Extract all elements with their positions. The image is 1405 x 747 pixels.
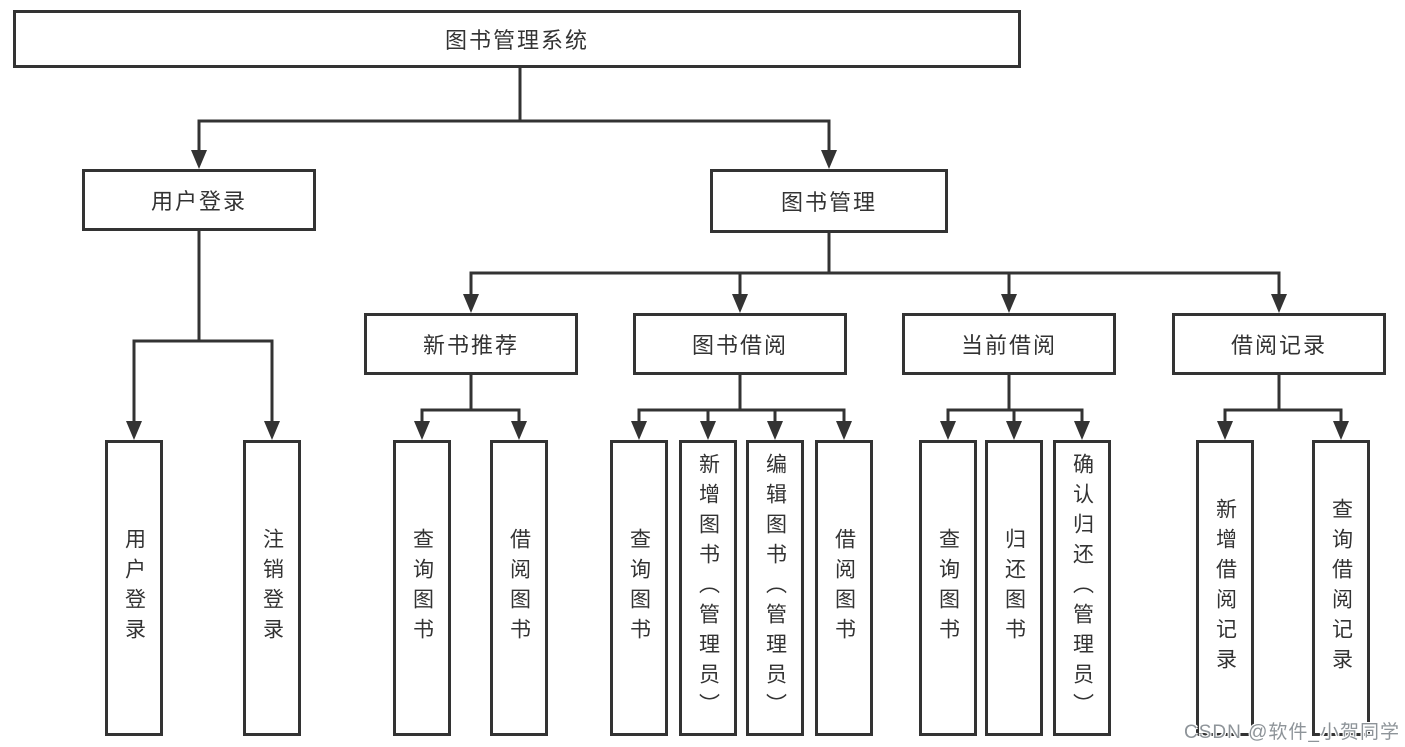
node-user-login: 用户登录 <box>82 169 316 231</box>
node-new-book-recommend: 新书推荐 <box>364 313 578 375</box>
node-label: 图书管理系统 <box>444 28 589 53</box>
leaf-confirm-return-admin: 确认归还（管理员） <box>1053 440 1111 736</box>
leaf-query-borrow-record: 查询借阅记录 <box>1312 440 1370 736</box>
leaf-borrow-books: 借阅图书 <box>815 440 873 736</box>
leaf-label: 注销登录 <box>260 528 284 648</box>
arrowhead <box>767 421 783 440</box>
leaf-label: 用户登录 <box>122 528 146 648</box>
arrowhead <box>1074 421 1090 440</box>
arrowhead <box>414 421 430 440</box>
node-borrow-records: 借阅记录 <box>1172 313 1386 375</box>
leaf-label: 归还图书 <box>1002 528 1026 648</box>
arrowheads <box>126 150 1349 440</box>
arrowhead <box>732 294 748 313</box>
leaf-label: 借阅图书 <box>507 528 531 648</box>
arrowhead <box>1006 421 1022 440</box>
leaf-label: 新增借阅记录 <box>1213 498 1237 678</box>
leaf-logout: 注销登录 <box>243 440 301 736</box>
leaf-label: 确认归还（管理员） <box>1070 453 1094 723</box>
arrowhead <box>463 294 479 313</box>
arrowhead <box>700 421 716 440</box>
node-label: 用户登录 <box>150 189 247 214</box>
csdn-watermark: CSDN @软件_小贺同学 <box>1184 722 1400 743</box>
leaf-add-borrow-record: 新增借阅记录 <box>1196 440 1254 736</box>
leaf-borrow-books-recommend: 借阅图书 <box>490 440 548 736</box>
leaf-return-books: 归还图书 <box>985 440 1043 736</box>
leaf-query-books-current: 查询图书 <box>919 440 977 736</box>
node-label: 新书推荐 <box>422 333 519 358</box>
arrowhead <box>940 421 956 440</box>
arrowhead <box>264 421 280 440</box>
leaf-edit-books-admin: 编辑图书（管理员） <box>746 440 804 736</box>
node-label: 图书管理 <box>780 190 877 215</box>
node-label: 借阅记录 <box>1230 333 1327 358</box>
leaf-query-books-borrowing: 查询图书 <box>610 440 668 736</box>
node-label: 当前借阅 <box>960 333 1057 358</box>
node-root-system: 图书管理系统 <box>13 10 1021 68</box>
leaf-add-books-admin: 新增图书（管理员） <box>679 440 737 736</box>
arrowhead <box>511 421 527 440</box>
leaf-label: 编辑图书（管理员） <box>763 453 787 723</box>
node-book-management: 图书管理 <box>710 169 948 233</box>
arrowhead <box>631 421 647 440</box>
leaf-query-books-recommend: 查询图书 <box>393 440 451 736</box>
arrowhead <box>1271 294 1287 313</box>
leaf-label: 查询图书 <box>936 528 960 648</box>
node-book-borrowing: 图书借阅 <box>633 313 847 375</box>
arrowhead <box>1001 294 1017 313</box>
leaf-label: 查询图书 <box>627 528 651 648</box>
node-current-borrowing: 当前借阅 <box>902 313 1116 375</box>
leaf-label: 新增图书（管理员） <box>696 453 720 723</box>
leaf-label: 查询借阅记录 <box>1329 498 1353 678</box>
arrowhead <box>1333 421 1349 440</box>
leaf-label: 借阅图书 <box>832 528 856 648</box>
leaf-label: 查询图书 <box>410 528 434 648</box>
leaf-user-login: 用户登录 <box>105 440 163 736</box>
node-label: 图书借阅 <box>691 333 788 358</box>
arrowhead <box>1217 421 1233 440</box>
arrowhead <box>126 421 142 440</box>
arrowhead <box>821 150 837 169</box>
arrowhead <box>191 150 207 169</box>
arrowhead <box>836 421 852 440</box>
